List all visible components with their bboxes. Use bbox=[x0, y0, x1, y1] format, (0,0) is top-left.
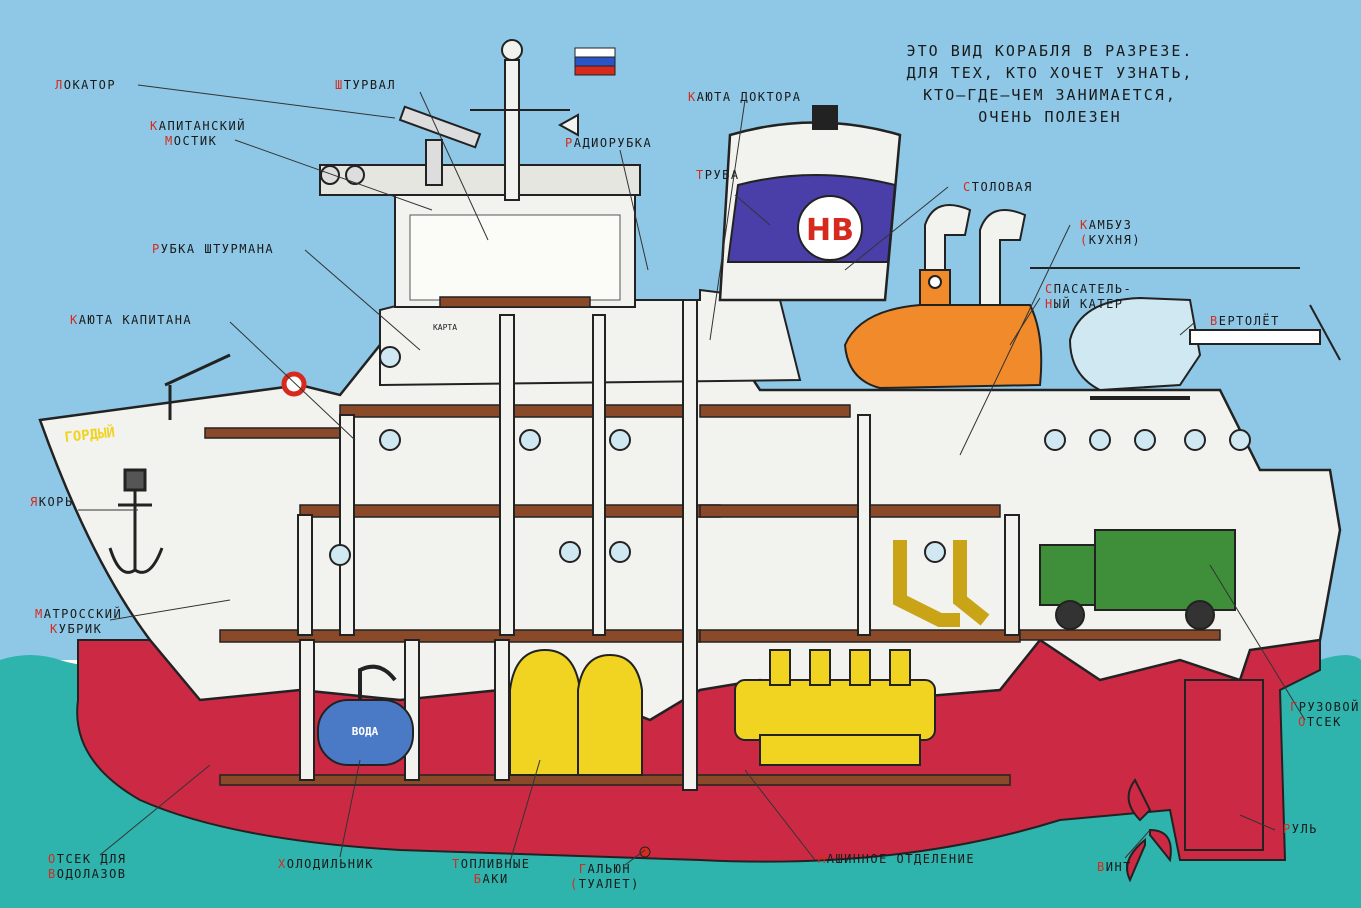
label-cargo-hold: ГРУЗОВОЙ ОТСЕК bbox=[1290, 700, 1360, 729]
engine bbox=[734, 540, 990, 766]
anchor bbox=[108, 468, 164, 574]
tank-sign-text: ВОДА bbox=[352, 725, 379, 738]
portholes bbox=[329, 346, 1251, 566]
funnel-logo-badge bbox=[797, 195, 863, 261]
label-dining-room: СТОЛОВАЯ bbox=[963, 180, 1033, 194]
label-anchor: ЯКОРЬ bbox=[30, 495, 74, 509]
label-navigator-room: РУБКА ШТУРМАНА bbox=[152, 242, 275, 256]
label-lifeboat: СПАСАТЕЛЬ- НЫЙ КАТЕР bbox=[1045, 282, 1133, 311]
label-funnel: ТРУБА bbox=[696, 168, 740, 182]
label-propeller: ВИНТ bbox=[1097, 860, 1132, 874]
funnel-logo-text: НВ bbox=[806, 213, 854, 248]
label-engine-room: МАШИННОЕ ОТДЕЛЕНИЕ bbox=[818, 852, 976, 866]
label-radio-room: РАДИОРУБКА bbox=[565, 136, 653, 150]
lifeboat bbox=[843, 269, 1043, 390]
label-toilet: ГАЛЬЮН (ТУАЛЕТ) bbox=[570, 862, 640, 891]
title-line-3: КТО–ГДЕ–ЧЕМ ЗАНИМАЕТСЯ, bbox=[923, 86, 1177, 104]
mast bbox=[470, 39, 579, 201]
label-helm: ШТУРВАЛ bbox=[335, 78, 397, 92]
map-sign-text: КАРТА bbox=[433, 323, 457, 332]
helicopter bbox=[1030, 267, 1341, 400]
label-diver-room: ОТСЕК ДЛЯ ВОДОЛАЗОВ bbox=[48, 852, 127, 881]
label-helicopter: ВЕРТОЛЁТ bbox=[1210, 314, 1280, 328]
cargo-truck bbox=[1039, 529, 1236, 630]
funnel-cap bbox=[812, 105, 838, 130]
title-line-1: ЭТО ВИД КОРАБЛЯ В РАЗРЕЗЕ. bbox=[906, 42, 1194, 60]
rudder bbox=[1184, 679, 1264, 851]
label-fridge: ХОЛОДИЛЬНИК bbox=[278, 857, 374, 871]
ship-name-text: ГОРДЫЙ bbox=[64, 424, 116, 446]
room-walls bbox=[297, 299, 1020, 791]
label-doctor-cabin: КАЮТА ДОКТОРА bbox=[688, 90, 802, 104]
water-tank bbox=[317, 664, 414, 766]
radar-antenna bbox=[320, 105, 482, 186]
keel-drain bbox=[639, 846, 651, 858]
deck-crane bbox=[164, 353, 231, 420]
leader-lines bbox=[78, 84, 1306, 866]
life-buoy bbox=[281, 371, 307, 397]
title-line-2: ДЛЯ ТЕХ, КТО ХОЧЕТ УЗНАТЬ, bbox=[906, 64, 1194, 82]
label-rudder: РУЛЬ bbox=[1283, 822, 1318, 836]
label-crew-quarters: МАТРОССКИЙ КУБРИК bbox=[35, 607, 123, 636]
bridge-interior bbox=[409, 214, 621, 301]
propeller bbox=[1126, 778, 1172, 883]
title-block: ЭТО ВИД КОРАБЛЯ В РАЗРЕЗЕ. ДЛЯ ТЕХ, КТО … bbox=[880, 40, 1220, 128]
bridge-roof bbox=[319, 164, 641, 196]
russian-flag bbox=[574, 47, 616, 76]
fuel-tanks bbox=[509, 648, 643, 776]
label-galley: КАМБУЗ (КУХНЯ) bbox=[1080, 218, 1142, 247]
label-captain-cabin: КАЮТА КАПИТАНА bbox=[70, 313, 193, 327]
title-line-4: ОЧЕНЬ ПОЛЕЗЕН bbox=[978, 108, 1122, 126]
label-fuel-tanks: ТОПЛИВНЫЕ БАКИ bbox=[452, 857, 531, 886]
label-bridge: КАПИТАНСКИЙ МОСТИК bbox=[150, 119, 246, 148]
label-locator: ЛОКАТОР bbox=[55, 78, 117, 92]
